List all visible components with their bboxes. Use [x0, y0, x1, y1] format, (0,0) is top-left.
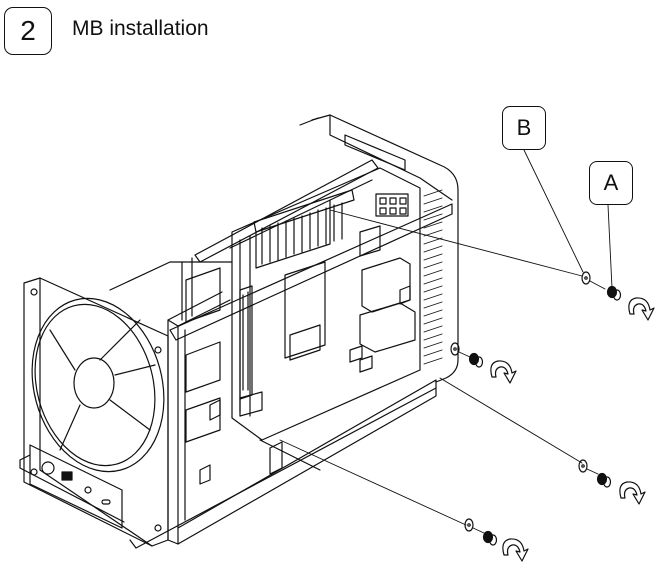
callout-label: A [603, 170, 619, 195]
cooling-fan [23, 277, 169, 547]
clockwise-rotate-icon [628, 297, 655, 321]
washer [464, 518, 474, 532]
fastener-set-2 [450, 342, 517, 384]
step-number: 2 [20, 15, 36, 46]
clockwise-rotate-icon [619, 481, 646, 505]
callout-b-washer: B [502, 106, 546, 150]
front-frame [109, 257, 437, 545]
pcie-riser [253, 189, 355, 269]
screw [482, 530, 494, 544]
callout-leaders [523, 149, 613, 289]
step-title: MB installation [72, 17, 209, 40]
chassis-base [129, 387, 437, 549]
vent-slots [423, 189, 443, 365]
washer [581, 271, 591, 285]
step-number-badge: 2 [4, 7, 52, 55]
chassis-rear-panel [299, 114, 459, 383]
screw [468, 352, 480, 366]
washer [578, 459, 588, 473]
clockwise-rotate-icon [502, 538, 529, 562]
clockwise-rotate-icon [490, 360, 517, 384]
front-io-panel [19, 444, 125, 529]
callout-a-screw: A [589, 161, 633, 205]
screw [596, 472, 608, 486]
screw [606, 285, 618, 299]
washer [450, 342, 460, 356]
motherboard-components [239, 193, 416, 417]
screw-axis-lines [279, 209, 583, 526]
fastener-set-1 [581, 271, 655, 321]
fastener-set-4 [464, 518, 529, 562]
fastener-set-3 [578, 459, 646, 505]
callout-label: B [516, 115, 532, 140]
